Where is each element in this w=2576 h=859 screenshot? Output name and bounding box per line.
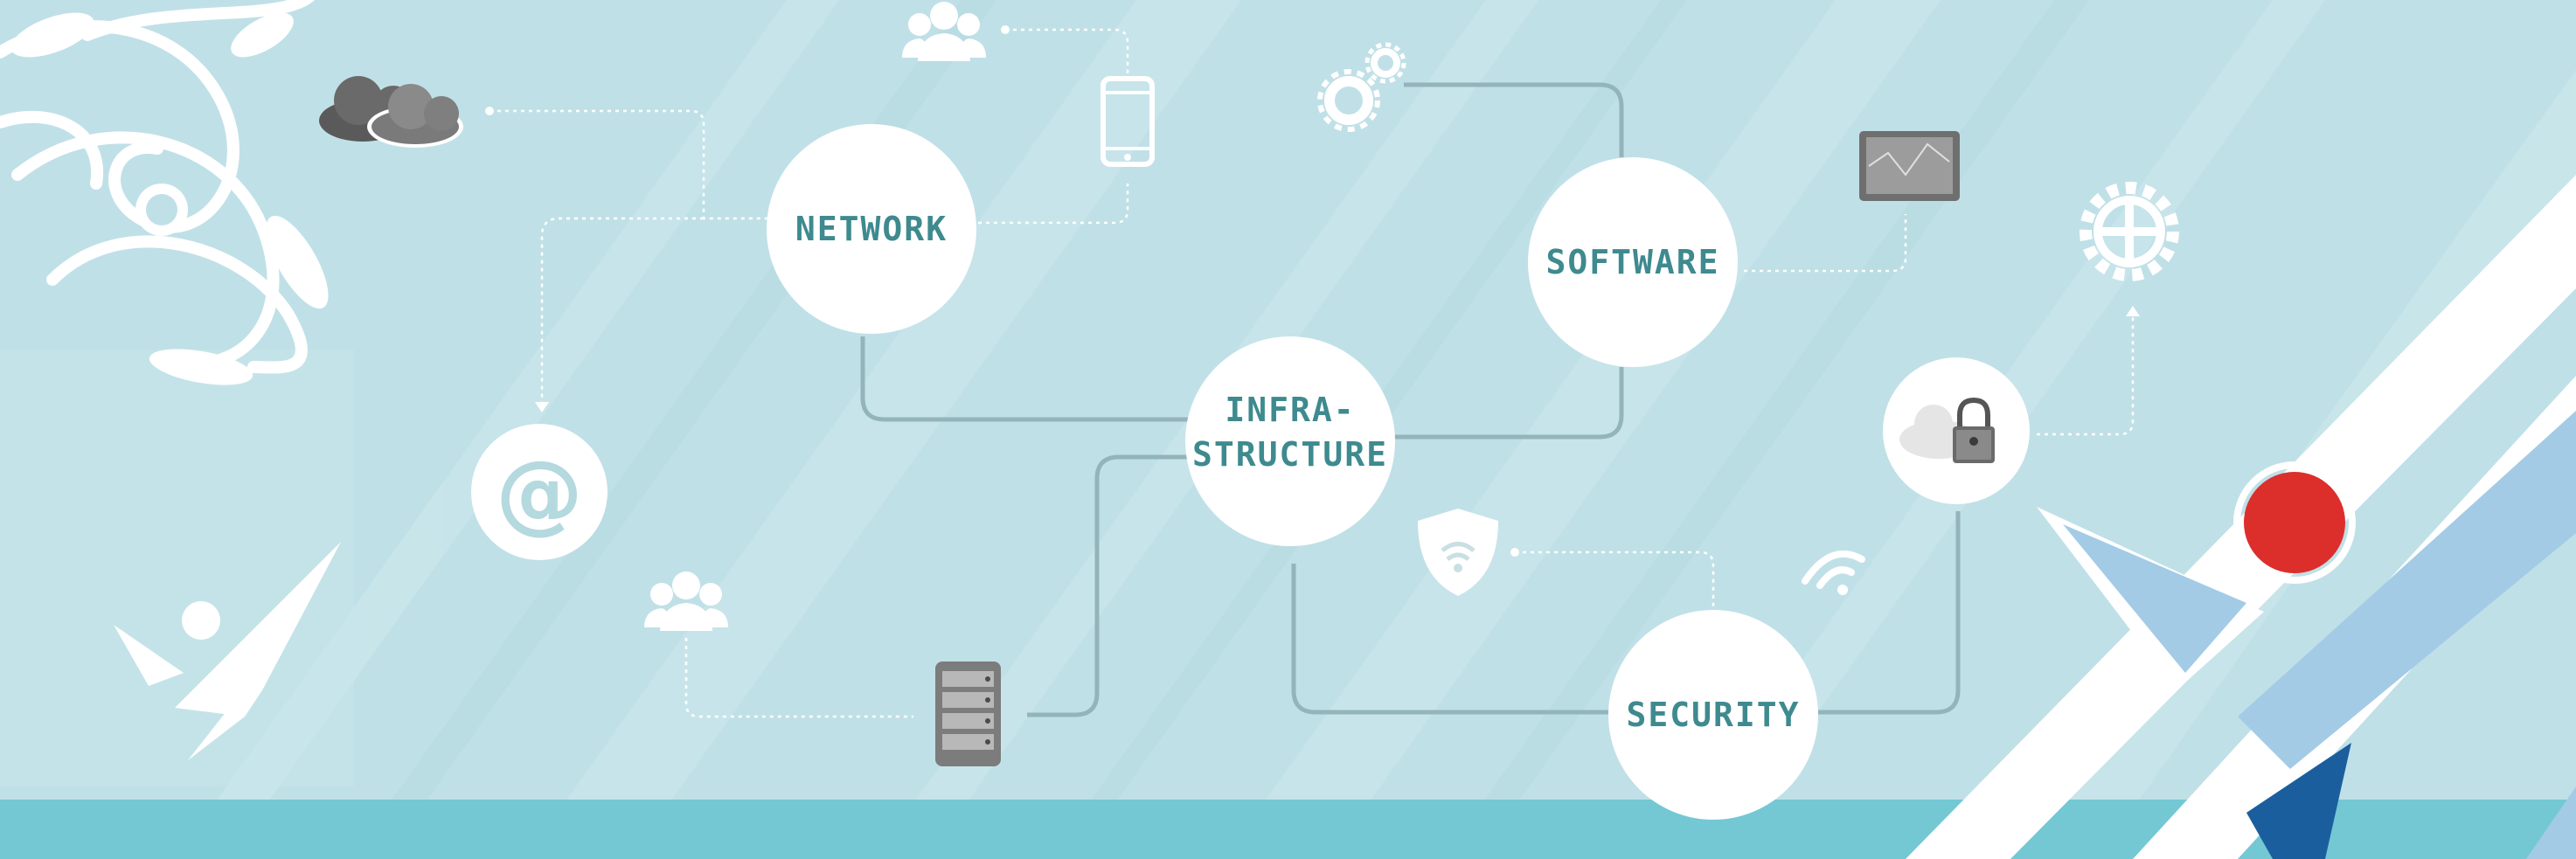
node-security-label: SECURITY	[1626, 696, 1800, 734]
node-infrastructure-line1: INFRA-	[1225, 391, 1355, 429]
svg-text:@: @	[496, 441, 583, 544]
node-infrastructure-line2: STRUCTURE	[1192, 435, 1388, 474]
swirl-leaves	[10, 12, 329, 385]
background-panel	[0, 350, 354, 786]
gears-icon	[1317, 42, 1406, 132]
cloud-icon	[319, 76, 463, 148]
email-at-icon: @	[471, 424, 608, 560]
cloud-lock-icon	[1883, 357, 2030, 504]
users-icon	[644, 572, 728, 631]
wifi-icon	[1802, 550, 1865, 595]
cog-wheel-icon	[2080, 182, 2179, 281]
monitor-icon	[1859, 131, 1960, 201]
node-network-label: NETWORK	[795, 210, 948, 248]
node-network[interactable]: NETWORK	[767, 124, 976, 334]
swirl-ornament	[0, 0, 316, 374]
node-security[interactable]: SECURITY	[1608, 610, 1818, 820]
node-software-label: SOFTWARE	[1545, 243, 1719, 281]
dotted-connectors	[490, 28, 2135, 718]
smartphone-icon	[1101, 76, 1155, 167]
logo-mark-icon	[114, 542, 341, 760]
node-software[interactable]: SOFTWARE	[1528, 157, 1738, 367]
node-infrastructure[interactable]: INFRA- STRUCTURE	[1185, 336, 1395, 546]
brand-logo	[1906, 175, 2576, 859]
users-icon	[902, 2, 986, 61]
shield-wifi-icon	[1418, 509, 1498, 596]
connector-lines	[860, 82, 1961, 717]
server-icon	[935, 662, 1001, 766]
